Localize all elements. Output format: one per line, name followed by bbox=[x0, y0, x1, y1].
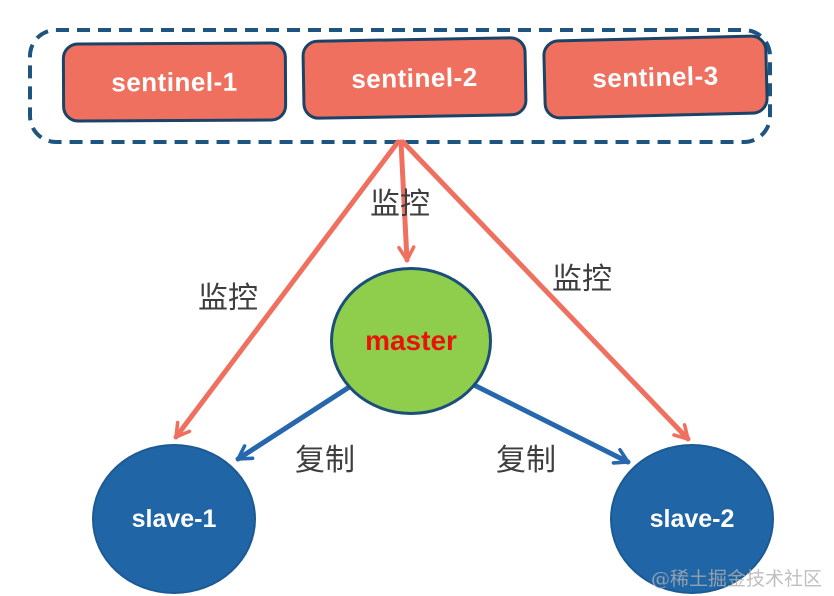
edge-label-monitor-slave1: 监控 bbox=[198, 281, 258, 316]
node-sentinel-2: sentinel-2 bbox=[301, 36, 528, 120]
edge-label-replicate-slave1: 复制 bbox=[295, 443, 355, 478]
monitor-arrow-to-slave1 bbox=[173, 139, 401, 440]
node-sentinel-2-label: sentinel-2 bbox=[351, 61, 478, 94]
node-sentinel-1: sentinel-1 bbox=[61, 41, 288, 123]
node-sentinel-3-label: sentinel-3 bbox=[591, 59, 720, 94]
edge-label-monitor-master: 监控 bbox=[370, 187, 430, 222]
edge-label-replicate-slave2: 复制 bbox=[496, 443, 556, 478]
node-sentinel-3: sentinel-3 bbox=[542, 34, 769, 120]
watermark: @稀土掘金技术社区 bbox=[650, 568, 822, 590]
node-slave-1-label: slave-1 bbox=[131, 504, 217, 533]
edge-label-monitor-slave2: 监控 bbox=[552, 262, 612, 297]
node-master-label: master bbox=[365, 325, 457, 356]
node-sentinel-1-label: sentinel-1 bbox=[111, 66, 238, 97]
node-slave-2: slave-2 bbox=[610, 444, 774, 594]
node-slave-1: slave-1 bbox=[92, 444, 256, 594]
monitor-arrow-to-slave2 bbox=[400, 139, 691, 442]
monitor-arrow-to-master bbox=[397, 139, 416, 263]
sentinel-group-dashed-border bbox=[28, 28, 772, 144]
node-slave-2-label: slave-2 bbox=[649, 504, 735, 533]
node-master: master bbox=[330, 267, 492, 415]
